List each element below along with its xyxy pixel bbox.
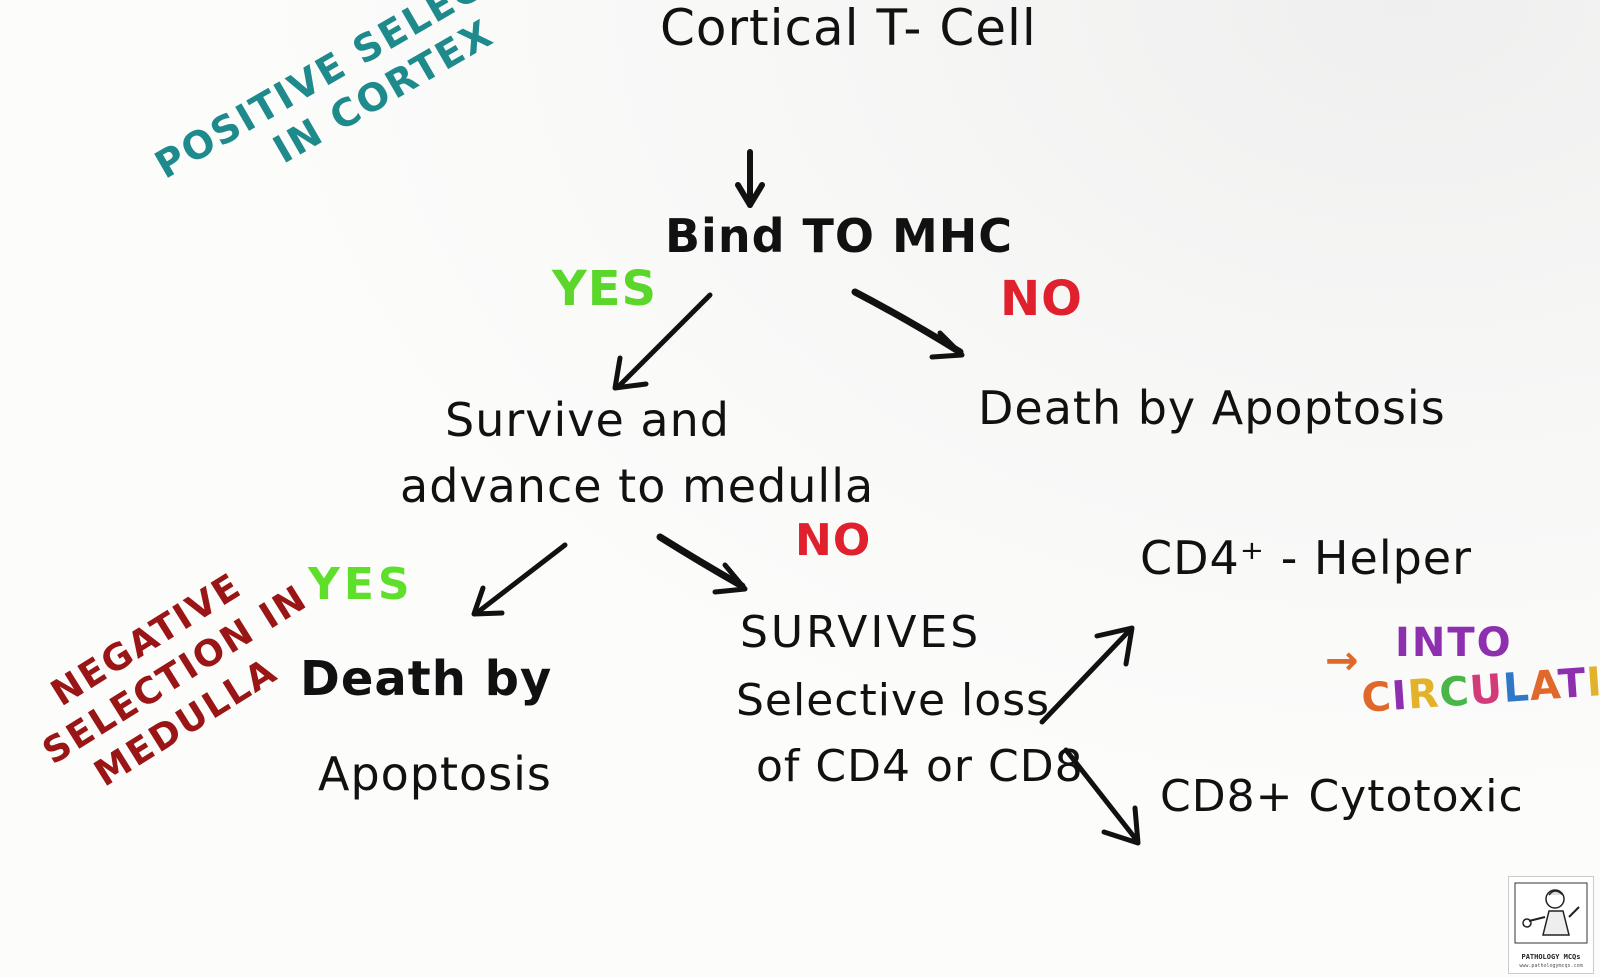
node-survives-line3: of CD4 or CD8 [756, 741, 1084, 792]
circulation-letter: T [1556, 660, 1589, 709]
node-death-by-apoptosis-positive: Death by Apoptosis [978, 381, 1446, 435]
pathology-mcqs-logo: PATHOLOGY MCQs www.pathologymcqs.com [1508, 876, 1594, 974]
arrow-survive-to-death [475, 542, 568, 615]
into-arrow: → [1325, 638, 1360, 684]
node-death-negative-line2: Apoptosis [318, 747, 552, 801]
arrow-survives-to-cd4 [1039, 629, 1131, 725]
arrow-survive-to-survives [656, 533, 746, 590]
node-survives-line2: Selective loss [736, 675, 1051, 726]
arrow-bind-to-death [851, 288, 964, 356]
circulation-letter: I [1585, 659, 1600, 707]
annotation-positive-selection: POSITIVE SELECTION IN CORTEX [148, 0, 609, 226]
arrowhead-bind-to-death [929, 330, 965, 360]
node-survive-line2: advance to medulla [400, 459, 875, 513]
into-label: INTO [1395, 620, 1513, 666]
node-cortical-t-cell: Cortical T- Cell [660, 0, 1037, 57]
node-bind-to-mhc: Bind TO MHC [665, 209, 1014, 263]
node-cd8-cytotoxic: CD8+ Cytotoxic [1160, 771, 1524, 822]
arrowhead-survive-to-death [471, 585, 505, 617]
arrowhead-root-to-bind [735, 182, 765, 208]
arrowhead-survives-to-cd8 [1101, 805, 1141, 846]
label-yes-positive: YES [552, 261, 658, 317]
circulation-letter: U [1468, 666, 1505, 715]
annotation-negative-selection: NEGATIVE SELECTION IN MEDULLA [12, 539, 335, 805]
label-no-negative: NO [795, 515, 872, 566]
circulation-letter: C [1437, 668, 1472, 717]
logo-url: www.pathologymcqs.com [1519, 963, 1583, 969]
circulation-letter: L [1501, 664, 1532, 712]
arrowhead-bind-to-survive [612, 355, 649, 391]
logo-figure-icon [1514, 882, 1588, 944]
arrowhead-survive-to-survives [712, 562, 748, 595]
circulation-letter: A [1527, 662, 1560, 711]
circulation-letter: R [1406, 670, 1442, 719]
logo-label: PATHOLOGY MCQs [1521, 953, 1581, 961]
arrowhead-survives-to-cd4 [1094, 625, 1135, 667]
circulation-letter: C [1360, 673, 1394, 722]
label-no-positive: NO [1000, 271, 1083, 327]
node-survive-line1: Survive and [445, 393, 730, 447]
node-cd4-helper: CD4⁺ - Helper [1140, 531, 1473, 585]
node-survives-line1: SURVIVES [740, 607, 982, 658]
node-death-negative-line1: Death by [300, 651, 553, 707]
label-yes-negative: YES [308, 559, 414, 610]
